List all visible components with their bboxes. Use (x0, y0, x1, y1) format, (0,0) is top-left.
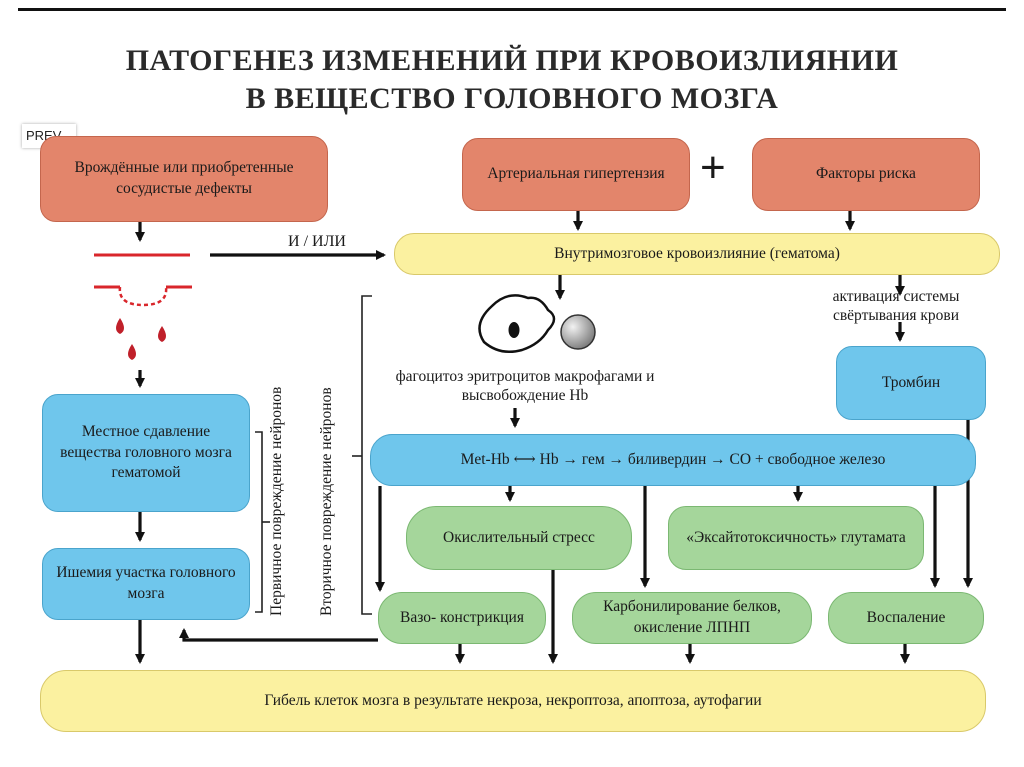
page-title-line2: В ВЕЩЕСТВО ГОЛОВНОГО МОЗГА (245, 82, 779, 115)
coagulation-label: активация системы свёртывания крови (832, 288, 960, 324)
risk-factors-box: Факторы риска (752, 138, 980, 211)
oxidative-stress-box: Окислительный стресс (406, 506, 632, 570)
vasoconstriction-box: Вазо- констрикция (378, 592, 546, 644)
phagocytosis-label: фагоцитоз эритроцитов макрофагами и высв… (395, 368, 655, 404)
primary-damage-label: Первичное повреждение нейронов (268, 386, 285, 616)
inflammation-box: Воспаление (828, 592, 984, 644)
thrombin-box: Тромбин (836, 346, 986, 420)
hb-chain-box: Met-Hb ⟷ Hb → гем → биливердин → CO + св… (370, 434, 976, 486)
local-pressure-box: Местное сдавление вещества головного моз… (42, 394, 250, 512)
top-rule (18, 8, 1006, 11)
primary-bracket (255, 431, 263, 613)
macrophage-icon (478, 294, 556, 353)
and-or-label: И / ИЛИ (288, 233, 346, 250)
secondary-bracket (361, 295, 372, 615)
blood-drop-icon (116, 318, 166, 360)
plus-sign: + (700, 143, 726, 192)
cell-death-box: Гибель клеток мозга в результате некроза… (40, 670, 986, 732)
vascular-defects-box: Врождённые или приобретенные сосудистые … (40, 136, 328, 222)
erythrocyte-icon (560, 314, 596, 350)
hemorrhage-box: Внутримозговое кровоизлияние (гематома) (394, 233, 1000, 275)
ruptured-vessel-icon (94, 253, 192, 307)
carbonylation-box: Карбонилирование белков, окисление ЛПНП (572, 592, 812, 644)
arrow-vaso-to-ischemia (179, 628, 378, 642)
secondary-damage-label: Вторичное повреждение нейронов (318, 387, 335, 616)
page-title-line1: ПАТОГЕНЕЗ ИЗМЕНЕНИЙ ПРИ КРОВОИЗЛИЯНИИ (125, 44, 899, 77)
hypertension-box: Артериальная гипертензия (462, 138, 690, 211)
ischemia-box: Ишемия участка головного мозга (42, 548, 250, 620)
excitotoxicity-box: «Эксайтотоксичность» глутамата (668, 506, 924, 570)
